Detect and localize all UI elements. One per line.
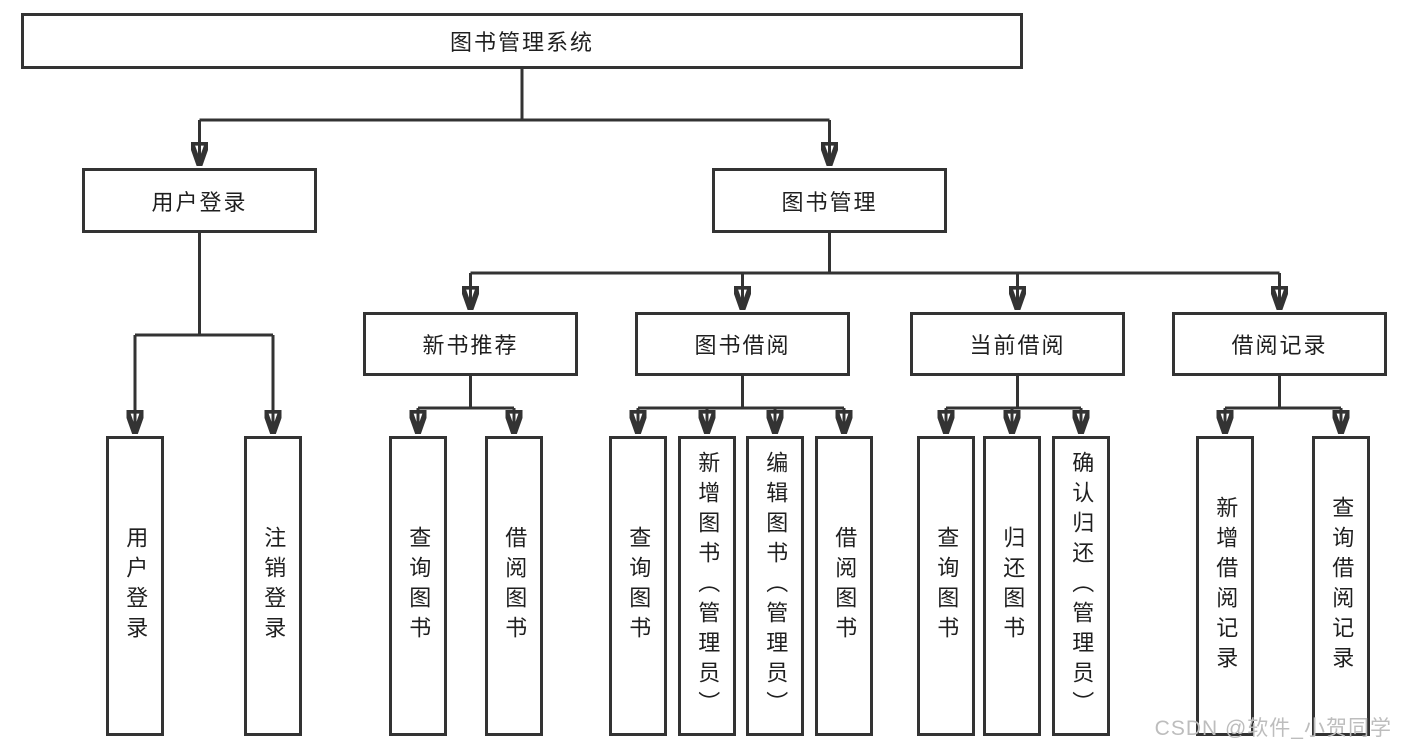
- leaf-add-book-admin: 新增图书（管理员）: [678, 436, 736, 736]
- node-label: 查询图书: [934, 526, 960, 646]
- node-label: 借阅图书: [832, 526, 858, 646]
- leaf-return-book: 归还图书: [983, 436, 1041, 736]
- node-book-management: 图书管理: [712, 168, 947, 233]
- connector-book-management-children: [471, 233, 1280, 310]
- node-label: 注销登录: [261, 526, 287, 646]
- connector-book-borrow-children: [638, 376, 844, 434]
- node-borrow-record: 借阅记录: [1172, 312, 1387, 376]
- node-label: 借阅记录: [1231, 333, 1328, 358]
- node-root-library-system: 图书管理系统: [21, 13, 1023, 69]
- leaf-confirm-return-admin: 确认归还（管理员）: [1052, 436, 1110, 736]
- node-label: 图书管理: [781, 189, 878, 215]
- leaf-borrow-book: 借阅图书: [815, 436, 873, 736]
- connector-borrow-record-children: [1225, 376, 1341, 434]
- leaf-user-login: 用户登录: [106, 436, 164, 736]
- node-label: 查询借阅记录: [1329, 496, 1355, 676]
- node-label: 图书借阅: [694, 333, 791, 358]
- leaf-query-borrow-record: 查询借阅记录: [1312, 436, 1370, 736]
- node-label: 用户登录: [151, 189, 248, 215]
- leaf-query-books-borrow: 查询图书: [609, 436, 667, 736]
- node-user-login: 用户登录: [82, 168, 317, 233]
- node-current-borrow: 当前借阅: [910, 312, 1125, 376]
- node-label: 新书推荐: [422, 333, 519, 358]
- node-label: 图书管理系统: [449, 30, 594, 55]
- connector-user-login-children: [135, 233, 273, 434]
- node-label: 借阅图书: [502, 526, 528, 646]
- node-label: 归还图书: [1000, 526, 1026, 646]
- connector-current-borrow-children: [946, 376, 1081, 434]
- node-label: 当前借阅: [969, 333, 1066, 358]
- node-new-book-recommend: 新书推荐: [363, 312, 578, 376]
- csdn-watermark: CSDN @软件_小贺同学: [1154, 717, 1392, 740]
- leaf-add-borrow-record: 新增借阅记录: [1196, 436, 1254, 736]
- leaf-logout: 注销登录: [244, 436, 302, 736]
- connector-root-to-level2: [200, 69, 830, 166]
- leaf-borrow-books-recommend: 借阅图书: [485, 436, 543, 736]
- node-label: 查询图书: [626, 526, 652, 646]
- node-label: 新增图书（管理员）: [695, 451, 721, 721]
- node-label: 编辑图书（管理员）: [763, 451, 789, 721]
- node-label: 确认归还（管理员）: [1069, 451, 1095, 721]
- node-label: 查询图书: [406, 526, 432, 646]
- leaf-query-books-current: 查询图书: [917, 436, 975, 736]
- leaf-query-books-recommend: 查询图书: [389, 436, 447, 736]
- connector-new-book-children: [418, 376, 514, 434]
- leaf-edit-book-admin: 编辑图书（管理员）: [746, 436, 804, 736]
- node-label: 用户登录: [123, 526, 149, 646]
- node-book-borrow: 图书借阅: [635, 312, 850, 376]
- node-label: 新增借阅记录: [1213, 496, 1239, 676]
